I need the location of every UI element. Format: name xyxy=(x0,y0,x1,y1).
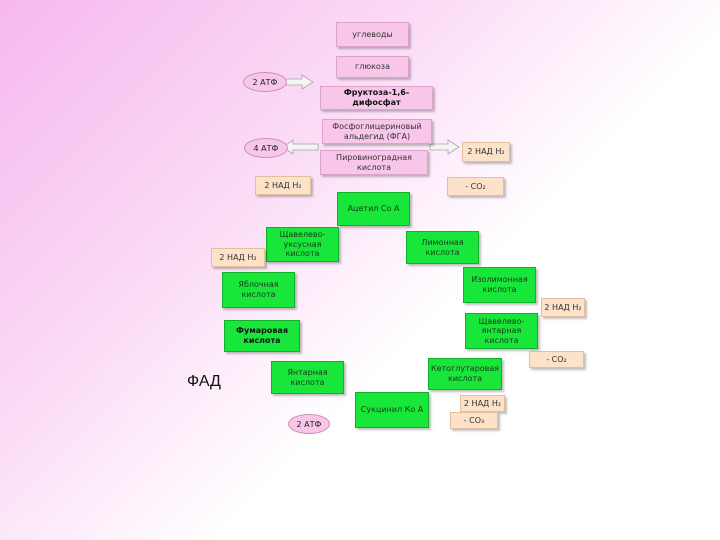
co2-box-2: - CO₂ xyxy=(529,351,584,368)
fructose-bisphosphate-box: Фруктоза-1,6-дифосфат xyxy=(320,86,433,110)
succinic-acid-box: Янтарная кислота xyxy=(271,361,344,394)
oxalosuccinic-acid-box: Щавелево-янтарная кислота xyxy=(465,313,538,349)
acetyl-coa-box: Ацетил Со А xyxy=(337,192,410,226)
carbohydrates-box: углеводы xyxy=(336,22,409,47)
nadh-box-5: 2 НАД Н₂ xyxy=(460,395,505,412)
co2-box-1: - CO₂ xyxy=(447,177,504,196)
phosphoglyceraldehyde-box: Фосфоглицериновый альдегид (ФГА) xyxy=(322,119,432,144)
atp-input-oval: 2 АТФ xyxy=(243,72,287,92)
nadh-box-3: 2 НАД Н₂ xyxy=(211,248,265,267)
nadh-box-4: 2 НАД Н₂ xyxy=(541,298,585,317)
fad-label: ФАД xyxy=(187,373,221,390)
succinyl-coa-box: Сукцинил Ко А xyxy=(355,392,429,428)
arrow-atp-input xyxy=(285,74,314,90)
nadh-box-1: 2 НАД Н₂ xyxy=(462,142,510,162)
oxaloacetic-acid-box: Щавелево-уксусная кислота xyxy=(266,227,339,262)
arrow-nadh-output xyxy=(429,139,460,155)
arrow-atp-output xyxy=(282,139,319,155)
citric-acid-box: Лимонная кислота xyxy=(406,231,479,264)
atp-output-oval: 4 АТФ xyxy=(244,138,288,158)
malic-acid-box: Яблочная кислота xyxy=(222,272,295,308)
isocitric-acid-box: Изолимонная кислота xyxy=(463,267,536,303)
atp-cycle-oval: 2 АТФ xyxy=(288,414,330,434)
nadh-box-2: 2 НАД Н₂ xyxy=(255,176,311,195)
fumaric-acid-box: Фумаровая кислота xyxy=(224,320,300,352)
pyruvic-acid-box: Пировиноградная кислота xyxy=(320,150,428,175)
co3-box: - CO₃ xyxy=(450,412,498,429)
glucose-box: глюкоза xyxy=(336,56,409,78)
ketoglutaric-acid-box: Кетоглутаровая кислота xyxy=(428,358,502,390)
